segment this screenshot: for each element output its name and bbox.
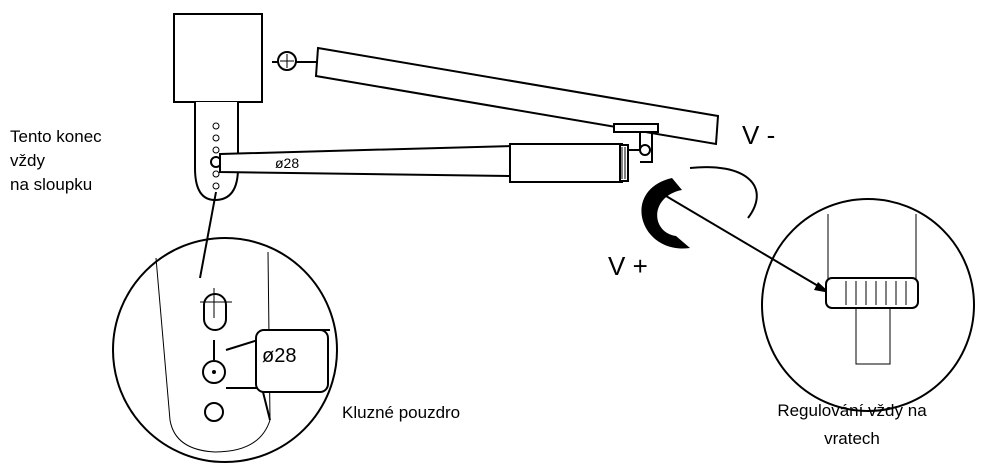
gate-mounting-plate <box>272 46 720 146</box>
adjust-label-line1: Regulování vždy na <box>777 401 927 420</box>
leader-left <box>199 191 217 279</box>
post-end-label-line1: Tento konec <box>10 127 102 146</box>
arm-diameter-label: ø28 <box>275 155 299 171</box>
speed-minus-label: V - <box>742 120 775 150</box>
closer-body <box>173 13 263 202</box>
leader-arrow <box>665 195 831 294</box>
rotation-arrow-icon <box>641 166 758 249</box>
zoom-bushing <box>112 237 338 463</box>
zoom-adjuster <box>761 198 975 412</box>
post-end-label-line2: vždy <box>10 151 45 170</box>
post-end-label-line3: na sloupku <box>10 175 92 194</box>
adjust-label-line2: vratech <box>824 429 880 448</box>
speed-plus-label: V + <box>608 251 648 281</box>
zoom-diameter-label: ø28 <box>262 345 296 367</box>
sliding-bushing-label: Kluzné pouzdro <box>342 403 460 422</box>
closer-arm <box>219 123 659 183</box>
